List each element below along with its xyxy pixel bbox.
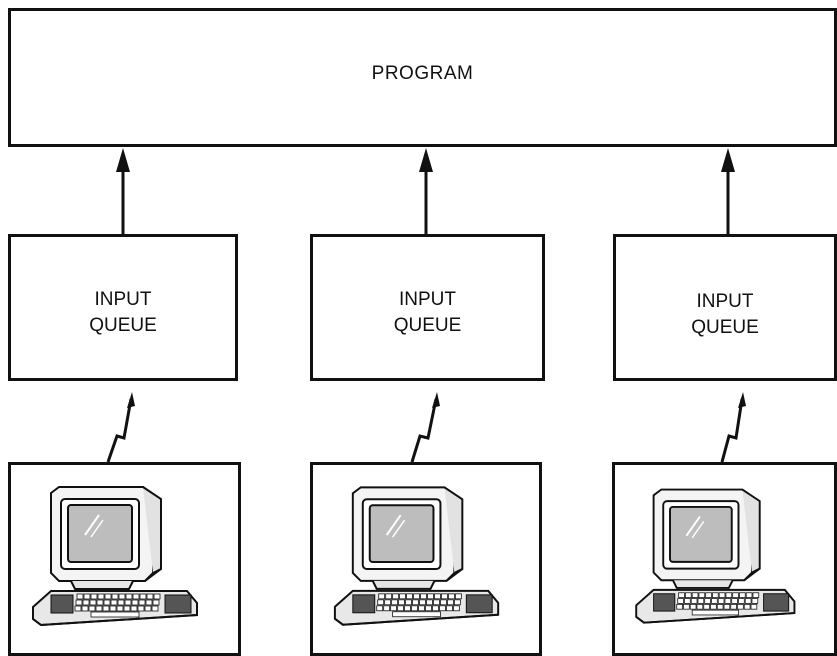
input-queue-box-2: INPUT QUEUE	[310, 234, 545, 381]
arrow-queue-2-to-program	[419, 148, 433, 234]
input-queue-label: INPUT QUEUE	[11, 287, 235, 339]
input-queue-label: INPUT QUEUE	[313, 287, 542, 339]
input-queue-label-line1: INPUT	[94, 289, 152, 310]
arrow-queue-3-to-program	[721, 148, 735, 234]
lightning-bolt-icon	[410, 392, 440, 463]
computer-terminal-icon	[635, 488, 796, 624]
input-queue-box-3: INPUT QUEUE	[613, 234, 837, 381]
input-queue-label-line2: QUEUE	[393, 315, 462, 336]
arrow-queue-1-to-program	[116, 148, 130, 234]
input-queue-box-1: INPUT QUEUE	[8, 234, 238, 381]
program-box: PROGRAM	[8, 8, 837, 147]
computer-terminal-icon	[333, 486, 500, 626]
input-queue-label-line1: INPUT	[399, 289, 456, 310]
input-queue-label: INPUT QUEUE	[616, 289, 834, 341]
input-queue-label-line1: INPUT	[696, 291, 754, 312]
lightning-bolt-icon	[106, 392, 135, 463]
computer-terminal-icon	[32, 486, 198, 626]
input-queue-label-line2: QUEUE	[691, 317, 759, 338]
input-queue-label-line2: QUEUE	[89, 315, 157, 336]
terminal-box-1	[8, 462, 241, 656]
terminal-box-3	[612, 462, 837, 656]
lightning-bolt-icon	[720, 392, 746, 463]
terminal-box-2	[310, 462, 542, 656]
program-label: PROGRAM	[371, 63, 474, 84]
